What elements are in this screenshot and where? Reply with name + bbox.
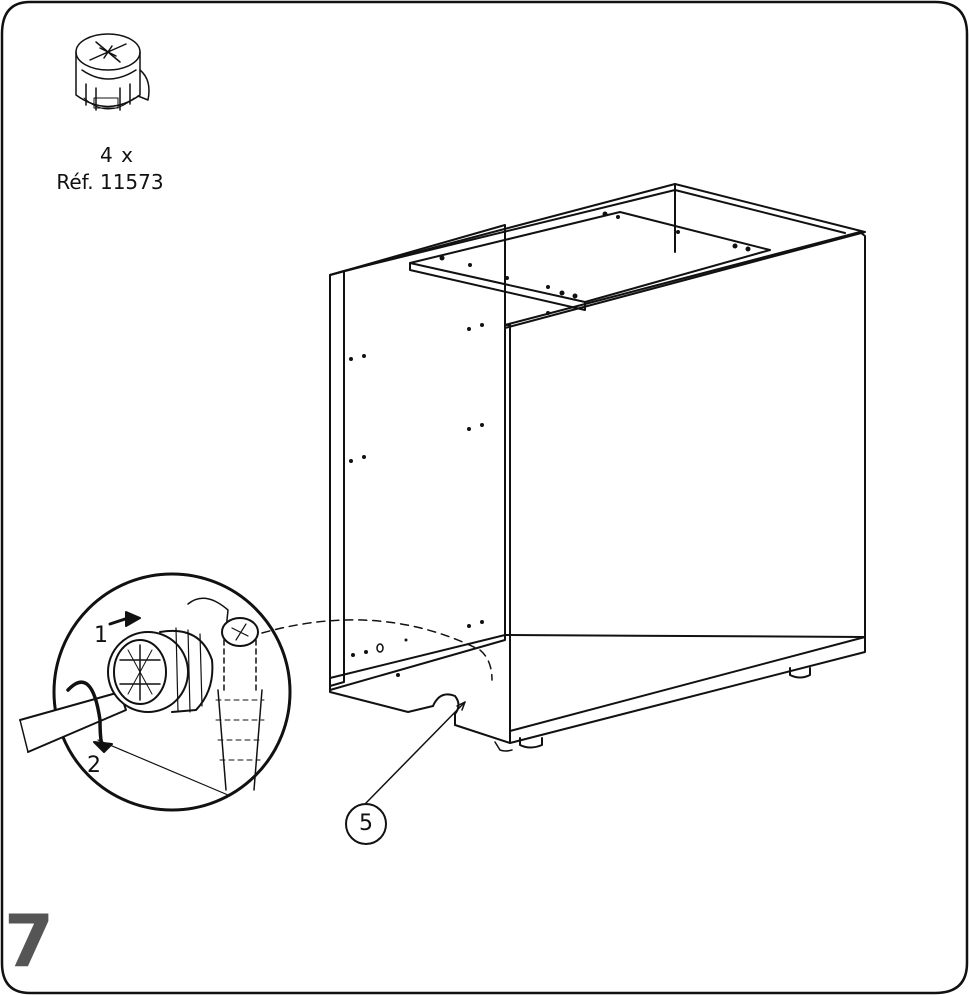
cabinet-carcass bbox=[329, 183, 866, 752]
detail-projection-line bbox=[261, 619, 493, 681]
cam-lock-fitting-icon bbox=[75, 33, 150, 111]
detail-magnifier bbox=[19, 572, 292, 812]
part-number-badge: 5 bbox=[345, 803, 387, 845]
part-reference: Réf. 11573 bbox=[56, 170, 164, 194]
part-quantity: 4 x bbox=[100, 143, 134, 167]
part-leader-line bbox=[365, 701, 466, 804]
cam-hole bbox=[376, 643, 384, 653]
step-2-label: 2 bbox=[87, 753, 101, 778]
step-number: 7 bbox=[4, 899, 55, 983]
pre-drilled-holes bbox=[349, 211, 751, 677]
step-1-label: 1 bbox=[94, 623, 108, 648]
